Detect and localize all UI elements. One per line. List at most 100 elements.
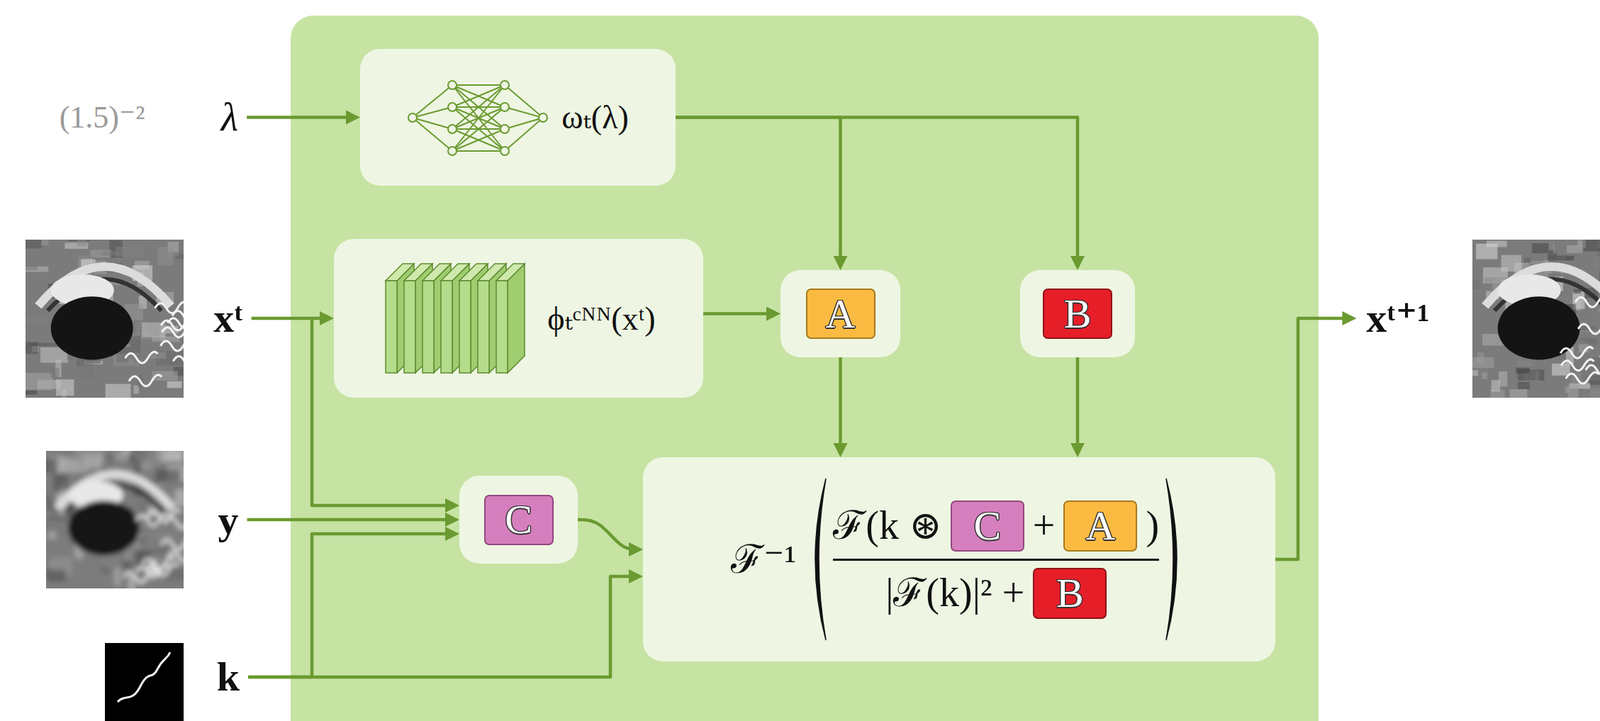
parenthesis — [1163, 475, 1188, 643]
photo-scribble — [124, 571, 157, 583]
photo-texture — [1481, 372, 1488, 379]
images — [18, 232, 1600, 721]
photo-texture — [25, 239, 42, 249]
photo-texture — [1472, 280, 1480, 290]
fraction: ℱ(k ⊛C+A)|ℱ(k)|² +B — [832, 500, 1160, 619]
network-icon — [406, 73, 549, 162]
term-letter: C — [974, 502, 1002, 549]
photo-texture — [105, 384, 132, 398]
network-link — [452, 85, 505, 130]
photo-texture — [1517, 382, 1530, 390]
photo-scribble — [1585, 363, 1600, 376]
photo-scribble — [155, 301, 184, 314]
numerator: ℱ(k ⊛C+A) — [832, 500, 1160, 552]
formula-term: ) — [1145, 504, 1160, 548]
photo-texture — [1475, 243, 1498, 260]
photo-texture — [46, 511, 64, 517]
photo-texture — [129, 452, 135, 466]
photo-texture — [77, 239, 88, 246]
photo-scribble — [1575, 295, 1600, 307]
signal-wire — [247, 518, 455, 522]
prior-value: (1.5)⁻² — [59, 100, 146, 135]
photo-texture — [101, 568, 110, 572]
algorithm-panel — [290, 15, 1319, 721]
photo-texture — [46, 457, 58, 473]
formula-term: ℱ(k ⊛ — [832, 504, 943, 548]
photo-texture — [147, 457, 160, 466]
photo-texture — [1515, 367, 1530, 374]
term-letter: B — [1064, 290, 1092, 337]
cnn-icon — [381, 259, 534, 378]
network-unit — [500, 146, 509, 156]
term-tile: C — [484, 494, 554, 546]
photo-texture — [47, 530, 57, 540]
network-unit — [448, 102, 457, 112]
lambda-input: λ — [221, 95, 239, 140]
network-link — [452, 85, 505, 151]
photo-texture — [115, 246, 144, 257]
kernel-trace — [117, 652, 171, 702]
parenthesis-stroke — [815, 478, 826, 641]
network-link — [452, 107, 505, 151]
photo-texture — [1517, 360, 1532, 368]
formula-box: ℱ⁻¹ℱ(k ⊛C+A)|ℱ(k)|² +B — [642, 457, 1276, 662]
photo-texture — [151, 534, 176, 538]
term-a-box: A — [780, 270, 901, 358]
photo — [46, 450, 184, 589]
network-link — [412, 107, 453, 118]
network-unit — [448, 80, 457, 90]
network-link — [504, 117, 544, 151]
photo-texture — [80, 360, 94, 379]
photo-texture — [53, 474, 68, 490]
photo-scribble — [125, 351, 159, 363]
signal-arrow — [675, 117, 841, 266]
term-c-chip: C — [950, 500, 1025, 552]
network-unit — [448, 146, 457, 156]
formula-term: ℱ⁻¹ — [730, 537, 797, 582]
term-letter: B — [1056, 569, 1084, 617]
next-estimate: xᵗ⁺¹ — [1366, 295, 1430, 341]
cnn-layer — [496, 263, 525, 281]
network-link — [504, 85, 544, 118]
photo-texture — [175, 489, 184, 507]
network-link — [412, 85, 453, 118]
photo-scribble — [129, 375, 162, 387]
photo-scribble — [136, 513, 169, 526]
blurred-image: y — [218, 497, 239, 544]
photo-scribble — [172, 355, 184, 367]
term-letter: C — [504, 496, 533, 543]
cnn-output: ϕₜᶜᴺᴺ(xᵗ) — [547, 300, 656, 337]
blur-kernel: k — [216, 654, 240, 700]
cnn-box: ϕₜᶜᴺᴺ(xᵗ) — [333, 238, 704, 398]
photo-texture — [25, 316, 49, 324]
photo-scribble — [168, 550, 184, 563]
network-link — [452, 150, 505, 152]
denominator: |ℱ(k)|² +B — [885, 567, 1107, 619]
cnn-layer — [385, 280, 397, 373]
network-output: ωₜ(λ) — [561, 99, 629, 136]
cnn-layer — [459, 280, 471, 373]
photo-scribble — [1560, 346, 1593, 358]
photo-texture — [102, 554, 117, 565]
cnn-layer — [477, 280, 490, 373]
photo-texture — [48, 343, 56, 346]
formula-term: + — [1032, 504, 1056, 548]
current-estimate: xᵗ — [213, 295, 243, 341]
signal-arrow — [838, 357, 843, 452]
photo-texture — [153, 547, 170, 553]
photo-scribble — [160, 339, 184, 351]
photo-texture — [1566, 245, 1583, 254]
signal-wire — [248, 533, 454, 678]
signal-arrow — [675, 117, 1078, 266]
parenthesis-stroke — [1166, 478, 1177, 641]
network-link — [452, 107, 505, 151]
photo-texture — [1501, 255, 1522, 272]
photo-texture — [25, 260, 38, 271]
photo-texture — [29, 343, 57, 347]
photo-texture — [25, 389, 37, 395]
photo-texture — [74, 450, 97, 458]
network-unit — [538, 113, 548, 122]
photo-texture — [25, 372, 53, 390]
